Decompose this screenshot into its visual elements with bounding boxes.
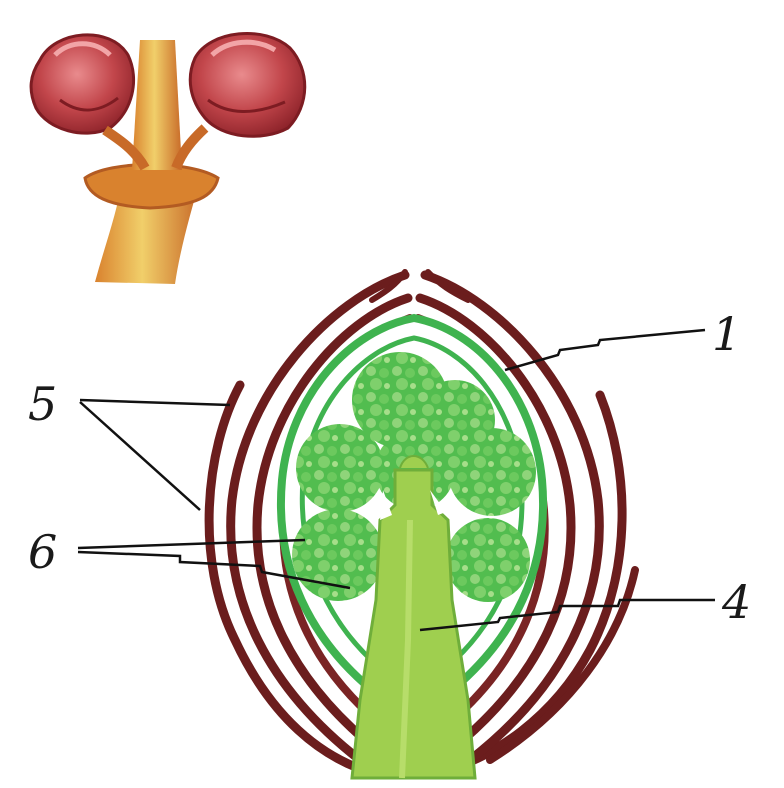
label-5: 5 (28, 377, 57, 431)
twig-illustration (31, 33, 305, 284)
label-6: 6 (28, 525, 57, 579)
leaf-clump-left-upper (296, 424, 384, 512)
terminal-stem (132, 40, 182, 170)
label-1: 1 (712, 307, 741, 361)
right-bud (176, 33, 305, 168)
leader-line-5b (80, 402, 200, 510)
label-4: 4 (721, 575, 751, 629)
leaf-clump-right-upper (448, 428, 536, 516)
twig-node-collar (85, 165, 218, 209)
leader-line-6a (78, 540, 305, 548)
leader-line-5a (80, 400, 230, 405)
leaf-clump-left-lower (292, 509, 384, 601)
bud-scale-flare-right (428, 272, 468, 300)
leaf-clump-right-lower (446, 518, 530, 602)
left-bud (31, 35, 145, 168)
